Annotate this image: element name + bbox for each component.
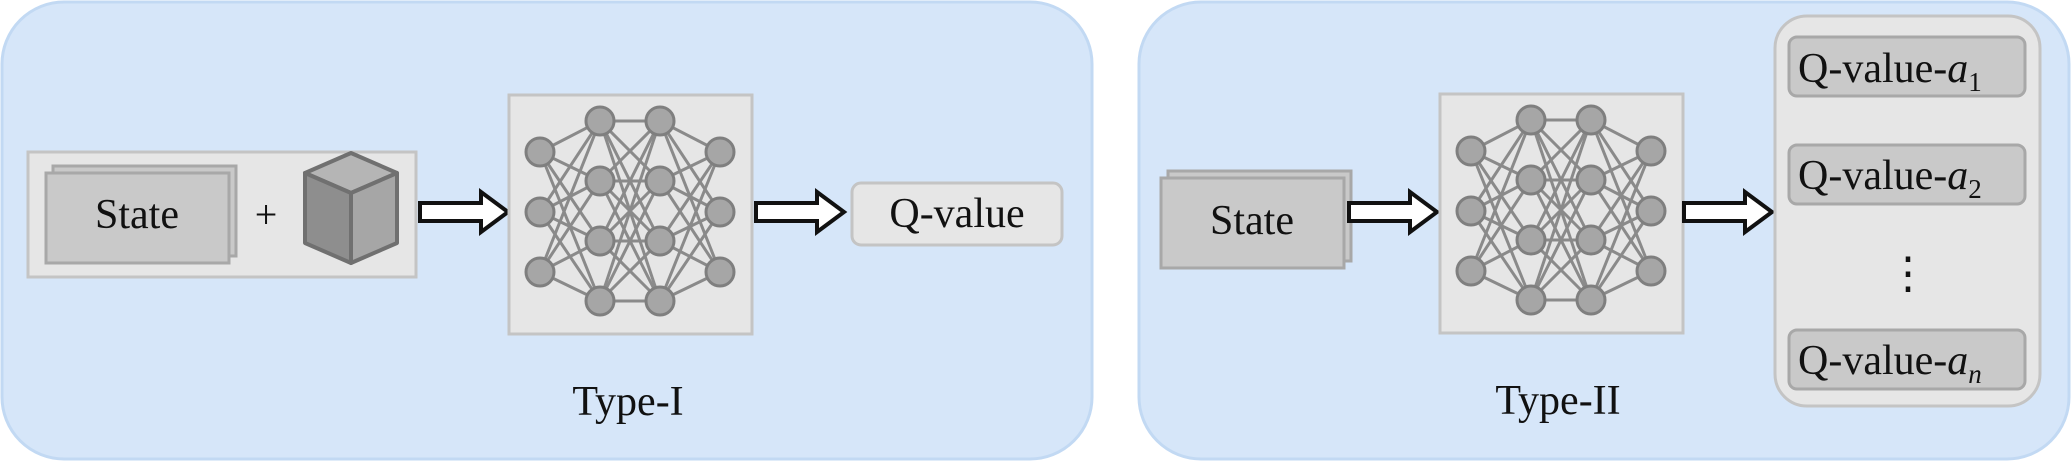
type1-state-label: State: [95, 192, 179, 238]
network-node: [1455, 255, 1487, 287]
type1-state-stack: State: [44, 164, 238, 265]
type1-output-label: Q-value: [889, 191, 1024, 237]
network-node: [1455, 135, 1487, 167]
type1-output-box: [850, 181, 1064, 247]
network-node: [704, 196, 736, 228]
q-value-output-1-label: Q-value-a1: [1798, 46, 1982, 97]
type2-state-stack: State: [1159, 169, 1353, 270]
network-node: [1515, 284, 1547, 316]
q-value-output-1-var: a: [1947, 46, 1968, 92]
type1-plus-sign: +: [255, 192, 278, 237]
network-node: [524, 196, 556, 228]
network-node: [1575, 164, 1607, 196]
network-node: [1635, 135, 1667, 167]
network-node: [644, 105, 676, 137]
network-node: [1575, 224, 1607, 256]
network-node: [704, 256, 736, 288]
q-value-output-n-prefix: Q-value-: [1798, 338, 1947, 384]
type2-panel: State Q-value-a1 Q-value-a2 ⋮ Q-value-an: [1137, 0, 2071, 461]
network-node: [584, 165, 616, 197]
q-value-output-1-sub: 1: [1968, 67, 1982, 97]
network-edge: [538, 120, 602, 213]
action-cube-icon: [303, 151, 399, 265]
type2-state-label: State: [1210, 198, 1294, 244]
network-edge: [1589, 150, 1653, 301]
q-value-output-1-prefix: Q-value-: [1798, 46, 1947, 92]
type2-outputs-container: [1773, 14, 2042, 408]
type1-state-card: [44, 171, 231, 265]
network-node: [524, 256, 556, 288]
type1-panel: State + Q-value Type-I: [0, 0, 1094, 461]
q-value-output-n-sub: n: [1968, 359, 1982, 389]
type1-arrow-to-network: [418, 188, 512, 236]
outputs-ellipsis: ⋮: [1886, 249, 1930, 298]
type2-neural-network-icon: [1455, 104, 1667, 316]
network-edge: [1529, 119, 1593, 241]
network-edge: [1469, 119, 1533, 212]
network-edge: [1469, 119, 1533, 272]
type2-arrow-to-network: [1347, 188, 1441, 236]
network-node: [704, 136, 736, 168]
network-node: [1515, 224, 1547, 256]
network-node: [1515, 164, 1547, 196]
q-value-output-2-var: a: [1947, 153, 1968, 199]
type1-neural-network-icon: [524, 105, 736, 317]
network-node: [584, 105, 616, 137]
network-edge: [1529, 119, 1593, 301]
network-node: [584, 285, 616, 317]
network-node: [1455, 195, 1487, 227]
network-edge: [598, 120, 662, 302]
q-value-output-2-prefix: Q-value-: [1798, 153, 1947, 199]
network-edge: [1469, 179, 1533, 272]
network-edge: [1589, 210, 1653, 301]
network-edge: [658, 151, 722, 242]
q-value-output-n-label: Q-value-an: [1798, 338, 1982, 389]
q-value-output-2-box: [1787, 143, 2027, 206]
type1-caption: Type-I: [572, 379, 683, 425]
q-value-output-1-box: [1787, 35, 2027, 98]
network-edge: [598, 120, 662, 242]
type2-arrow-to-outputs: [1682, 188, 1776, 236]
q-value-output-2-sub: 2: [1968, 174, 1982, 204]
q-value-output-1: Q-value-a1: [1787, 35, 2027, 98]
network-node: [1635, 255, 1667, 287]
q-value-output-2: Q-value-a2: [1787, 143, 2027, 206]
q-value-output-n: Q-value-an: [1787, 328, 2027, 391]
network-node: [524, 136, 556, 168]
network-node: [644, 285, 676, 317]
type2-caption: Type-II: [1495, 378, 1620, 424]
q-value-output-n-box: [1787, 328, 2027, 391]
network-edge: [538, 120, 602, 273]
network-edge: [538, 180, 602, 273]
network-node: [1575, 284, 1607, 316]
q-value-output-2-label: Q-value-a2: [1798, 153, 1982, 204]
network-edge: [598, 180, 662, 302]
type2-state-card: [1159, 176, 1346, 270]
network-node: [1635, 195, 1667, 227]
network-node: [1575, 104, 1607, 136]
network-edge: [658, 211, 722, 302]
network-node: [644, 225, 676, 257]
network-node: [584, 225, 616, 257]
network-edge: [658, 151, 722, 302]
network-node: [644, 165, 676, 197]
q-value-output-n-var: a: [1947, 338, 1968, 384]
network-edge: [1589, 150, 1653, 241]
type1-arrow-to-output: [754, 188, 848, 236]
network-edge: [1529, 179, 1593, 301]
network-node: [1515, 104, 1547, 136]
